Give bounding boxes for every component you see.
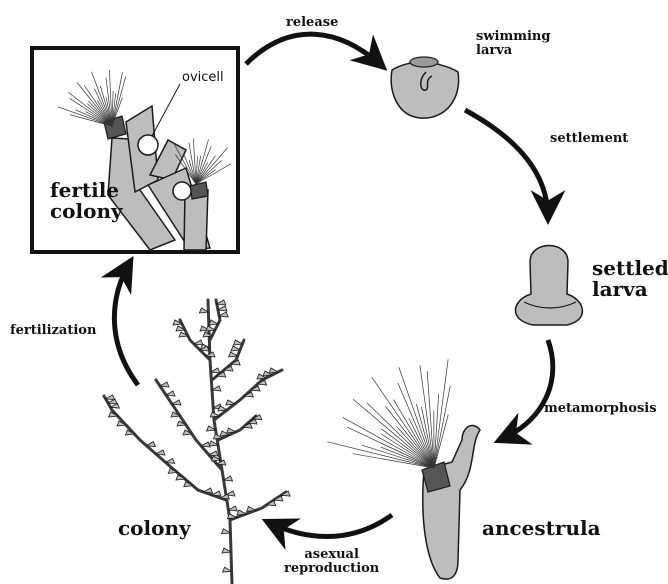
colony-zooid [231,346,240,351]
label-ovicell: ovicell [182,70,224,85]
label-larva-1: larva [476,44,550,58]
label-settled: settled [592,258,668,279]
colony-zooid [209,451,218,456]
ovicell-1 [138,135,158,155]
colony-zooid [209,320,218,325]
colony-zooid [247,506,256,511]
label-fertile: fertile [50,180,123,201]
metamorphosis-arrow [500,340,553,440]
label-settled-larva: settled larva [592,258,668,300]
colony-zooid [228,506,237,511]
colony-zooid [227,514,236,519]
colony-zooid [194,340,203,345]
colony-zooid [224,476,233,481]
tentacle-fan-3 [327,359,450,468]
colony-zooid [204,488,213,493]
label-release: release [286,16,338,30]
label-fertilization: fertilization [10,324,96,338]
label-asexual: asexual [284,548,379,562]
colony-zooid [233,340,242,345]
colony-zooid [146,442,155,447]
colony-branch [230,492,286,520]
colony-zooid [218,406,227,411]
colony-zooid [219,312,228,317]
colony-zooid [226,400,235,405]
asexual-reproduction-arrow [268,515,392,537]
colony-zooid [217,300,226,305]
colony-zooid [212,491,221,496]
colony-zooid [106,395,115,400]
colony-branch [180,320,210,360]
colony-zooid [229,352,238,357]
colony-zooid [237,510,246,515]
release-arrow [246,34,382,66]
label-ancestrula: ancestrula [482,518,601,539]
label-larva-2: larva [592,279,668,300]
colony-branch [212,340,244,380]
colony-zooid [269,368,278,373]
colony-branch [104,396,226,500]
colony-zooid [227,428,236,433]
colony-zooid [166,391,175,396]
label-asexual-reproduction: asexual reproduction [284,548,379,575]
colony-zooid [201,442,210,447]
label-swimming: swimming [476,30,550,44]
label-colony: colony [118,518,191,539]
settled-larva-illustration [515,246,582,326]
fertilization-arrow [114,262,138,385]
swimming-larva-illustration [391,57,458,118]
label-settlement: settlement [550,132,628,146]
label-reproduction: reproduction [284,562,379,576]
colony-zooid [206,326,215,331]
colony-zooid [166,458,175,463]
settlement-arrow [465,110,548,218]
label-colony-2: colony [50,201,123,222]
colony-zooid [160,382,169,387]
colony-illustration [104,300,290,584]
label-fertile-colony: fertile colony [50,180,123,222]
colony-zooid [218,306,227,311]
label-swimming-larva: swimming larva [476,30,550,57]
label-metamorphosis: metamorphosis [544,402,657,416]
colony-zooid [156,450,165,455]
ovicell-2 [173,182,191,200]
colony-zooid [172,400,181,405]
